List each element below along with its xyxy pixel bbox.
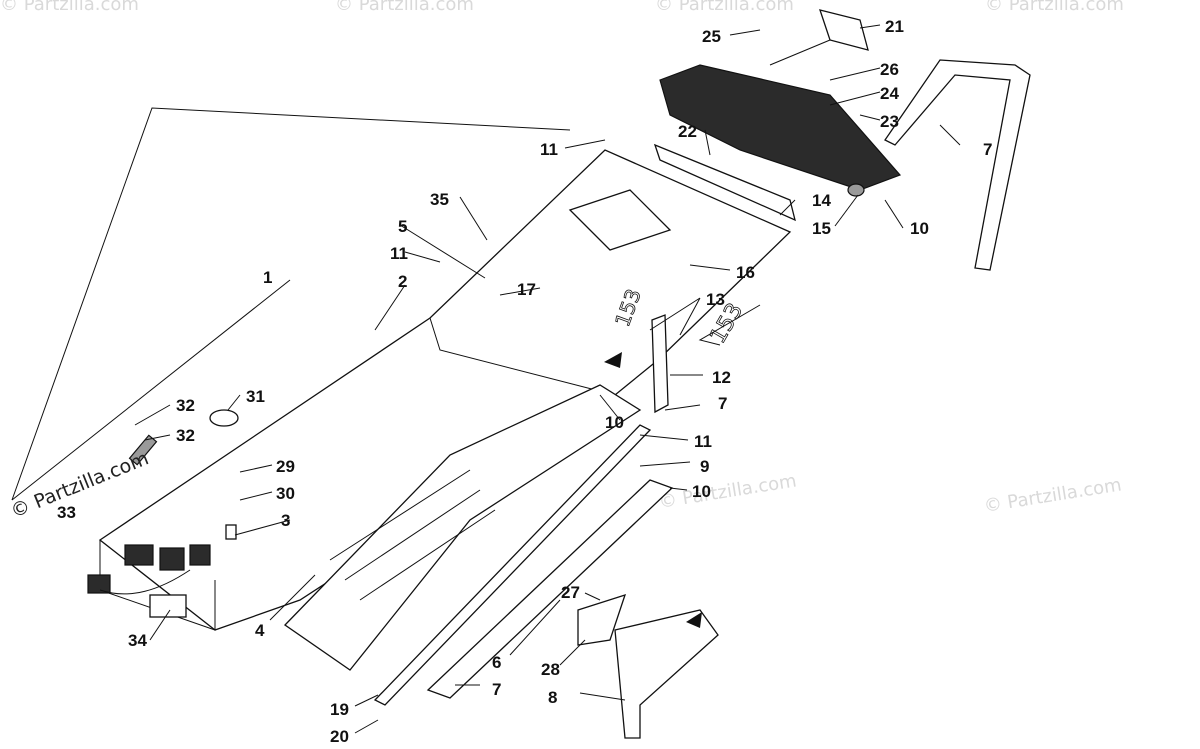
harness-connector	[159, 547, 185, 571]
callout-15: 15	[812, 219, 831, 238]
callout-29: 30	[276, 484, 295, 503]
side-rail-inner	[373, 424, 652, 706]
callout-26: 27	[561, 583, 580, 602]
tunnel-assembly	[87, 149, 792, 739]
callout-11: 11	[694, 432, 712, 451]
callout-14: 14	[812, 191, 831, 210]
tunnel-access-opening	[568, 189, 672, 251]
tunnel-fold-line	[429, 317, 616, 396]
watermark: © Partzilla.com	[0, 0, 139, 15]
callout-22: 23	[880, 112, 899, 131]
callout-5: 5	[398, 217, 407, 236]
watermark: © Partzilla.com	[655, 0, 794, 15]
leader-lines	[11, 24, 961, 734]
bracket-spacer	[577, 593, 627, 646]
rear-brace	[651, 314, 669, 414]
callout-7: 7	[718, 394, 727, 413]
callout-2: 2	[398, 272, 407, 291]
grab-bar	[884, 59, 1031, 271]
latch-cable	[769, 39, 831, 66]
arrow-icon	[686, 612, 702, 628]
callout-17: 17	[517, 280, 536, 299]
callout-25: 26	[880, 60, 899, 79]
callout-8: 8	[548, 688, 557, 707]
callout-24: 25	[702, 27, 721, 46]
watermark: © Partzilla.com	[335, 0, 474, 15]
seat	[659, 64, 902, 191]
spacer	[225, 524, 237, 540]
callout-6: 6	[492, 653, 501, 672]
arrow-icon	[604, 352, 622, 368]
callout-32: 33	[57, 503, 76, 522]
callout-34: 35	[430, 190, 449, 209]
callout-28: 29	[276, 457, 295, 476]
watermark: © Partzilla.com	[982, 474, 1122, 516]
callout-31: 32	[176, 426, 195, 445]
callout-23: 24	[880, 84, 899, 103]
rear-bracket-plate	[614, 609, 719, 739]
callout-9: 9	[700, 457, 709, 476]
label-decal	[149, 594, 187, 618]
callouts: 1 2 3 4 5 6 7 7 7 8 9 10 10 10 11 11 11 …	[57, 17, 992, 746]
callout-18: 19	[330, 700, 349, 719]
brand-watermark: © Partzilla.com	[8, 447, 152, 522]
callout-4: 4	[255, 621, 265, 640]
callout-10: 10	[910, 219, 929, 238]
callout-10: 10	[605, 413, 624, 432]
callout-33: 34	[128, 631, 147, 650]
watermark: © Partzilla.com	[985, 0, 1124, 15]
seat-rail	[653, 143, 796, 222]
watermark: © Partzilla.com	[657, 470, 797, 512]
callout-7: 7	[492, 680, 501, 699]
running-board	[283, 384, 642, 671]
callout-1: 1	[263, 268, 272, 287]
callout-16: 16	[736, 263, 755, 282]
callout-11: 11	[540, 140, 558, 159]
callout-7: 7	[983, 140, 992, 159]
callout-27: 28	[541, 660, 560, 679]
callout-12: 12	[712, 368, 731, 387]
callout-20: 21	[885, 17, 904, 36]
harness-connector	[124, 544, 154, 566]
callout-11: 11	[390, 244, 408, 263]
callout-10: 10	[692, 482, 711, 501]
wire-harness	[99, 569, 191, 595]
harness-connector	[189, 544, 211, 566]
bar-end-cap	[847, 183, 865, 197]
callout-30: 31	[246, 387, 265, 406]
callout-19: 20	[330, 727, 349, 746]
running-board-cutouts	[329, 469, 496, 601]
seat-latch-handle	[819, 9, 869, 51]
callout-21: 22	[678, 122, 697, 141]
callout-32: 32	[176, 396, 195, 415]
harness-connector	[87, 574, 111, 594]
callout-13: 13	[706, 290, 725, 309]
seat-assembly	[653, 9, 1031, 271]
callout-3: 3	[281, 511, 290, 530]
clamp-ring	[209, 409, 239, 427]
assembly-bracket-line	[11, 107, 571, 501]
